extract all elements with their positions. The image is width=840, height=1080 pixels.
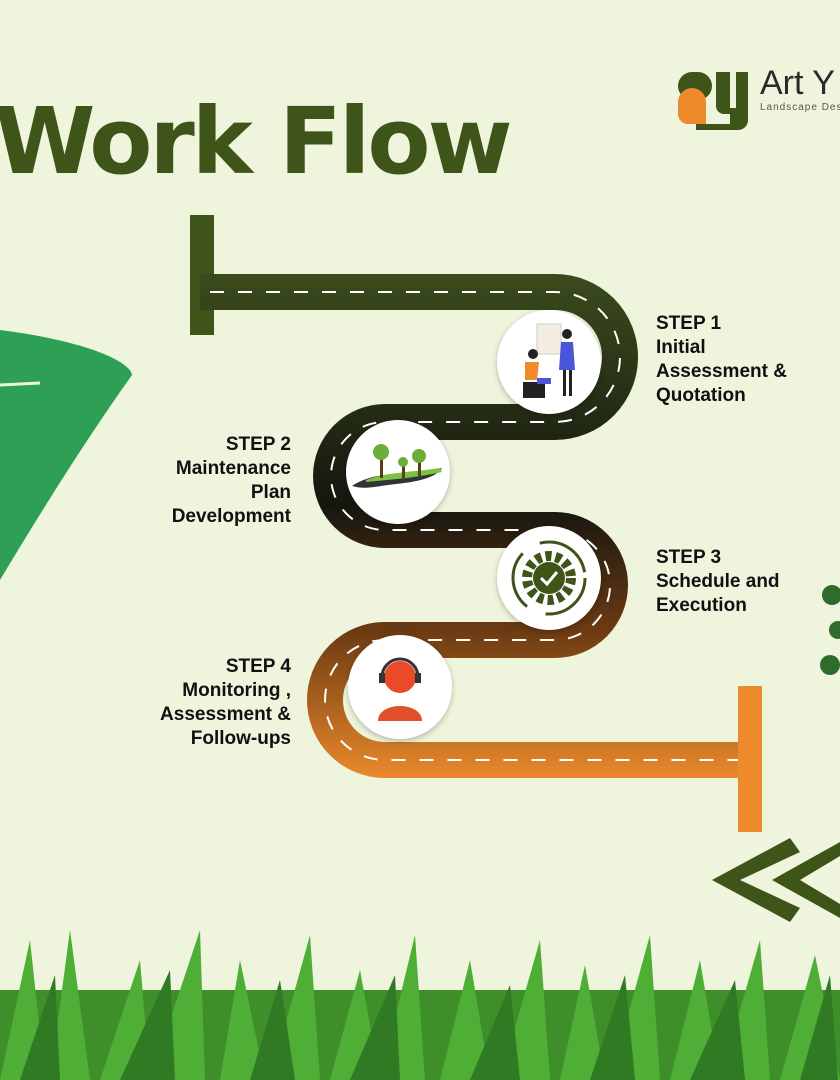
step-3-icon-circle	[497, 526, 601, 630]
step-4-number: STEP 4	[225, 656, 291, 677]
consultation-icon	[523, 323, 575, 398]
grass-decoration	[0, 930, 840, 1080]
step-1-label: Initial Assessment & Quotation	[656, 337, 787, 406]
leaf-decoration	[0, 330, 132, 580]
step-4-icon-circle	[348, 635, 452, 739]
logo-name: Art Y	[760, 64, 835, 102]
step-3-label: Schedule and Execution	[656, 571, 780, 616]
brand-logo: Art Y Landscape Desi	[676, 64, 840, 132]
page-title: Work Flow	[0, 88, 513, 195]
logo-tagline: Landscape Desi	[760, 102, 840, 113]
step-2-number: STEP 2	[225, 434, 291, 455]
support-agent-icon	[378, 657, 422, 721]
step-1-number: STEP 1	[656, 313, 722, 334]
step-3-number: STEP 3	[656, 547, 722, 568]
step-2-icon-circle	[346, 420, 450, 524]
gear-check-icon	[511, 540, 587, 616]
step-2-text: STEP 2 Maintenance Plan Development	[140, 433, 291, 529]
step-1-text: STEP 1 Initial Assessment & Quotation	[656, 312, 806, 408]
step-2-label: Maintenance Plan Development	[171, 458, 291, 527]
logo-mark-icon	[678, 72, 748, 130]
step-4-label: Monitoring , Assessment & Follow-ups	[160, 680, 291, 749]
step-4-text: STEP 4 Monitoring , Assessment & Follow-…	[130, 655, 291, 751]
end-post	[738, 686, 762, 832]
step-1-icon-circle	[497, 310, 601, 414]
bush-decoration	[820, 585, 840, 675]
step-3-text: STEP 3 Schedule and Execution	[656, 546, 806, 618]
plants-icon	[352, 444, 442, 488]
chevron-arrows-icon	[712, 838, 840, 922]
